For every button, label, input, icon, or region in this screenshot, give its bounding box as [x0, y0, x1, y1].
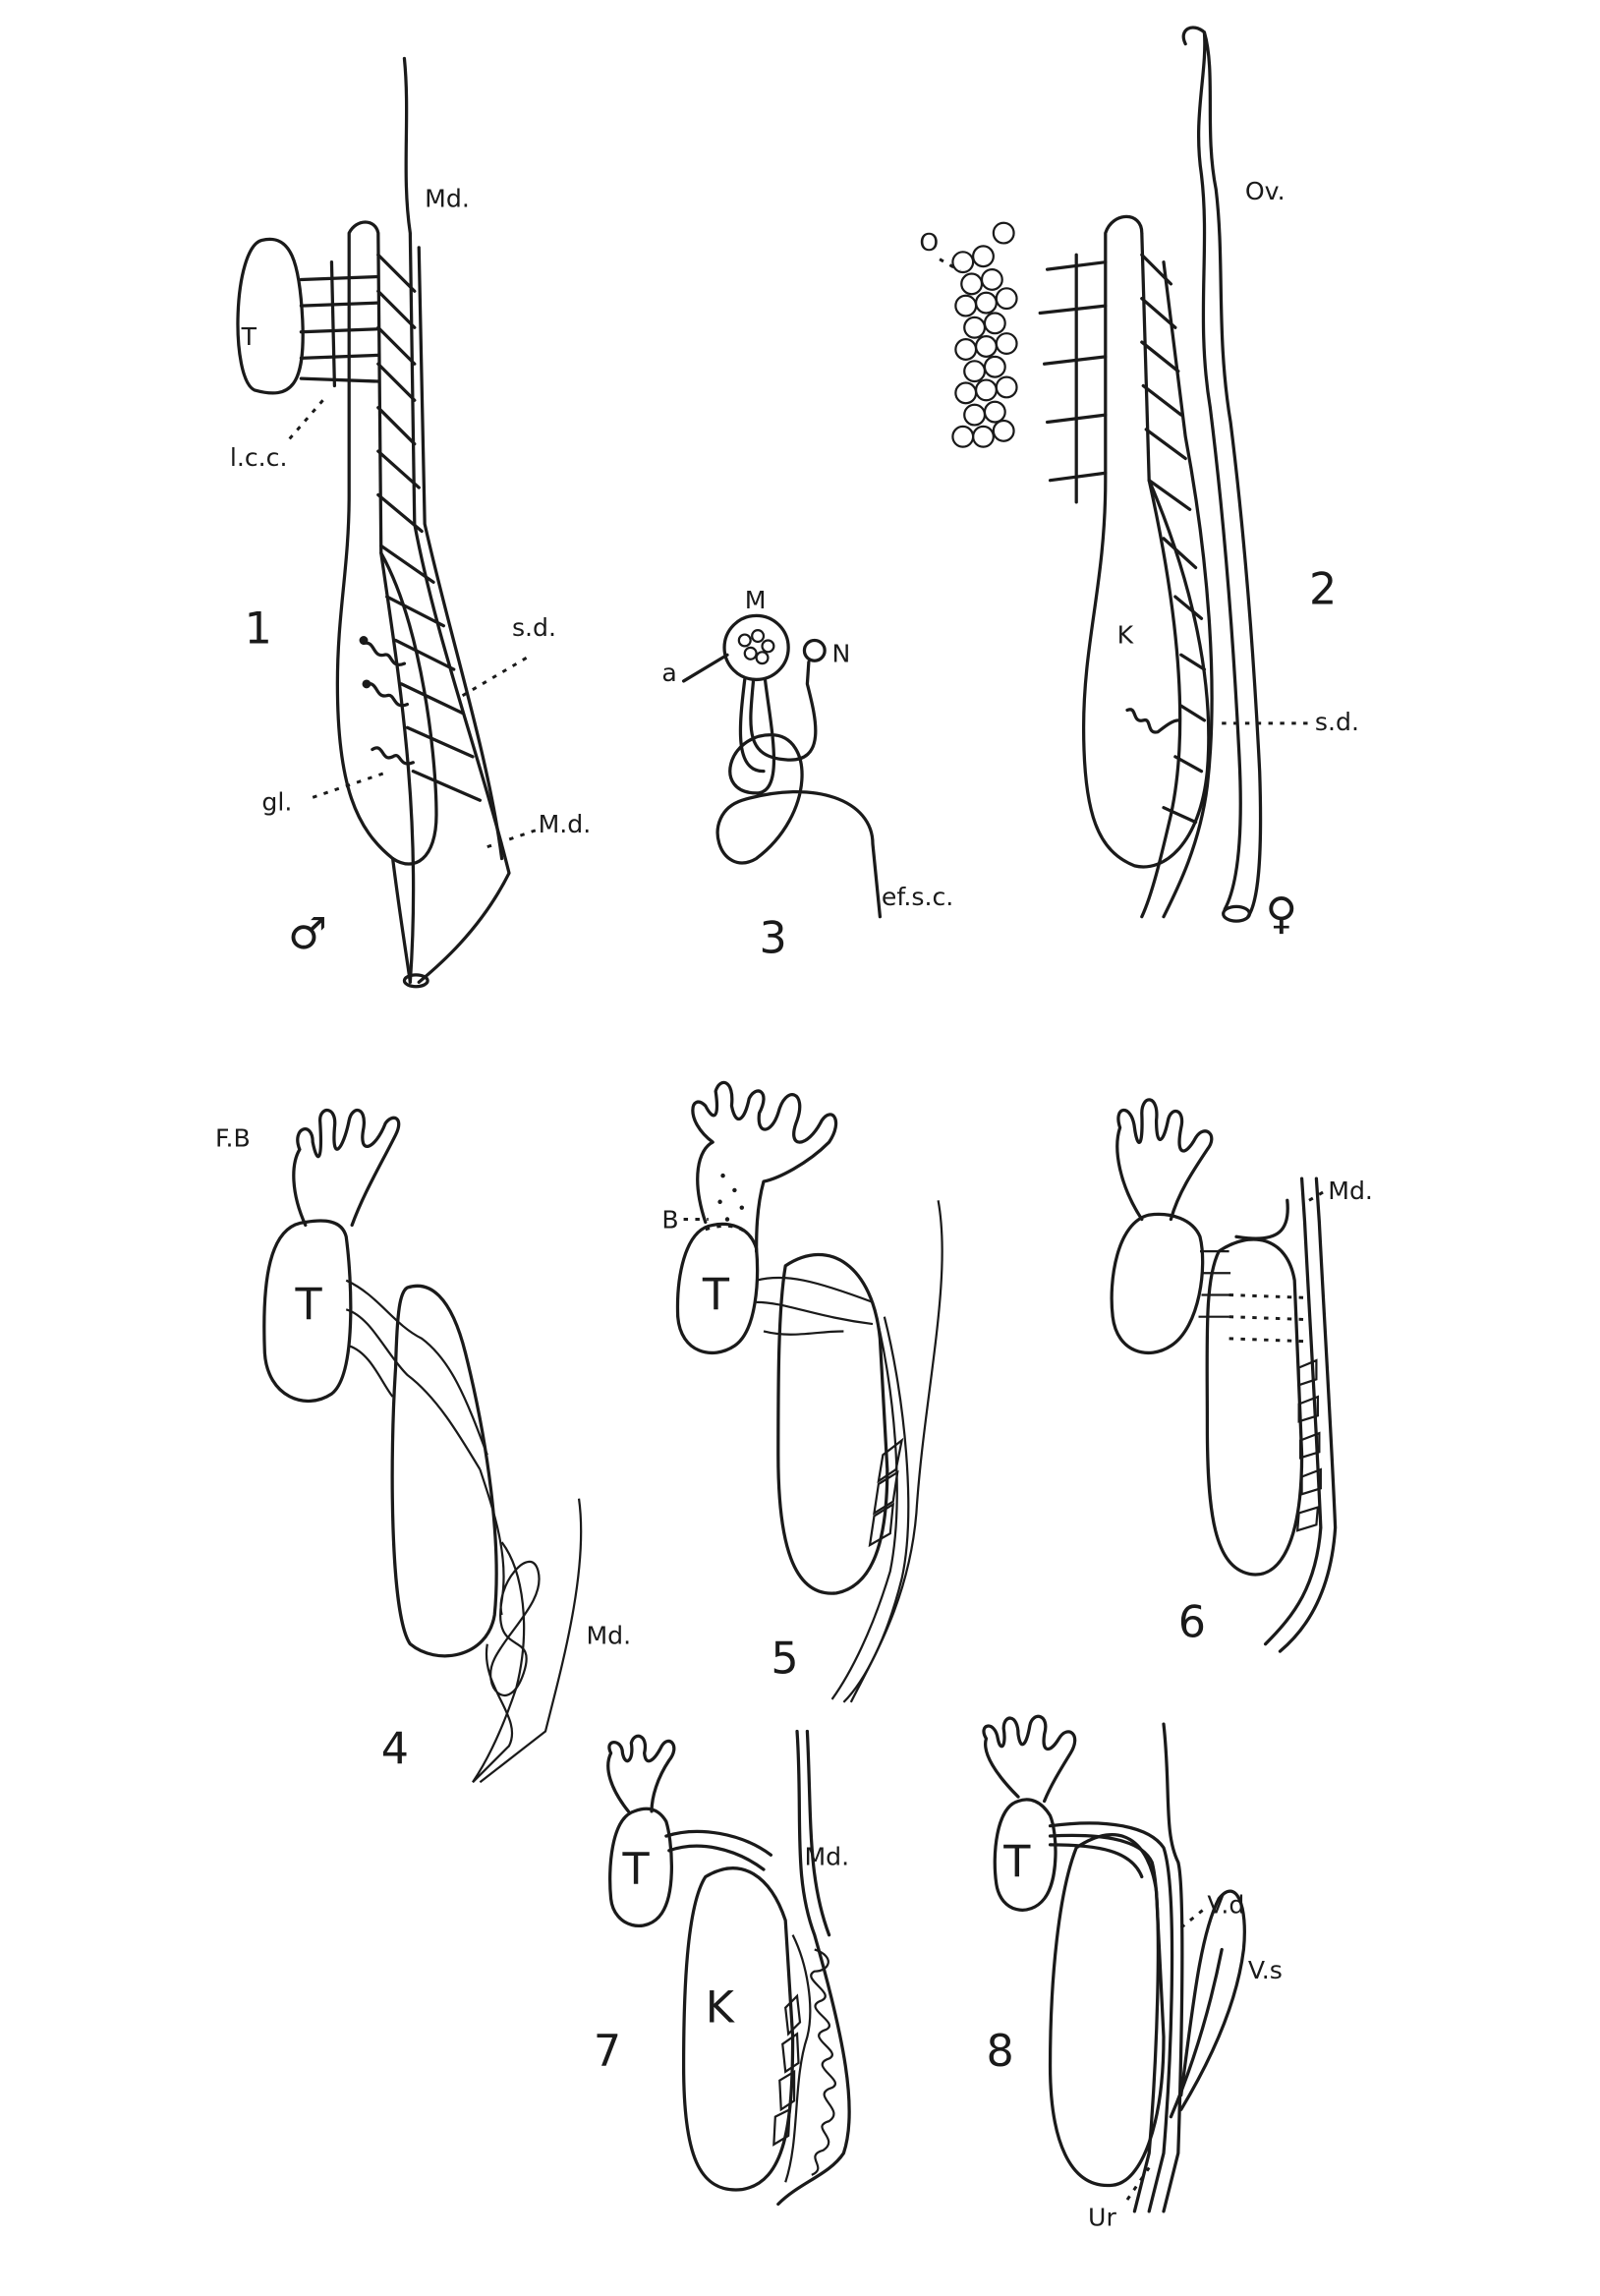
fig8-number: 8 [986, 2027, 1013, 2077]
fig5-fat-body [691, 1080, 838, 1253]
fig1-label-md-bottom: M.d. [539, 810, 592, 838]
fig4-kidney [390, 1284, 498, 1658]
fig7-label-md: Md. [804, 1843, 849, 1871]
fig3-label-n: N [832, 640, 851, 668]
fig2-oviduct [1181, 26, 1263, 919]
fig5-label-b: B [661, 1205, 678, 1234]
fig2-number: 2 [1309, 564, 1337, 614]
fig2-ova-cluster [951, 221, 1018, 448]
fig8-fat-body [982, 1714, 1077, 1804]
fig7-kidney [681, 1866, 795, 2192]
figure-8: T V.d V.s 8 Ur [982, 1714, 1283, 2232]
fig3-label-a: a [661, 659, 676, 687]
fig4-label-fb: F.B [215, 1124, 251, 1153]
figure-4: F.B T Md. 4 [215, 1109, 631, 1784]
fig4-label-t: T [294, 1281, 322, 1331]
figure-2: O Ov. 2 K s.d. ♀ [919, 26, 1359, 940]
fig6-number: 6 [1178, 1597, 1206, 1647]
fig3-malpighian-body [722, 613, 790, 682]
fig3-nephrostome [802, 638, 827, 662]
fig4-label-md: Md. [586, 1622, 631, 1650]
fig1-label-lcc: l.c.c. [230, 443, 288, 472]
fig8-testis [993, 1798, 1057, 1912]
fig6-kidney [1205, 1237, 1304, 1577]
fig1-label-t: T [241, 322, 257, 351]
figure-7: T Md. 7 K [594, 1729, 851, 2207]
fig6-testis [1110, 1212, 1205, 1355]
figure-1: Md. T l.c.c. 1 s.d. gl. M.d. ♂ [230, 56, 592, 989]
fig5-testis [675, 1222, 760, 1355]
fig1-sex-symbol: ♂ [288, 909, 327, 959]
fig7-testis [608, 1807, 674, 1928]
fig7-label-t: T [621, 1845, 650, 1895]
fig8-label-vd: V.d [1207, 1890, 1244, 1919]
fig7-label-k: K [706, 1982, 736, 2033]
fig1-label-sd: s.d. [512, 613, 556, 642]
fig2-sex-symbol: ♀ [1266, 890, 1298, 940]
fig8-label-t: T [1002, 1837, 1031, 1887]
fig1-label-md: Md. [425, 184, 470, 212]
fig4-number: 4 [381, 1724, 409, 1774]
fig5-kidney [776, 1253, 889, 1595]
fig2-label-sd: s.d. [1315, 708, 1359, 736]
fig3-label-efsc: ef.s.c. [882, 883, 953, 911]
fig8-label-ur: Ur [1088, 2204, 1116, 2232]
fig1-testis [236, 237, 305, 395]
fig8-seminal-vesicle [1179, 1889, 1246, 2111]
fig6-mullerian-duct [1234, 1177, 1338, 1653]
fig2-label-ov: Ov. [1245, 177, 1286, 205]
fig5-number: 5 [771, 1634, 798, 1684]
fig8-vas-deferens [1048, 1722, 1184, 2213]
fig4-fat-body [292, 1109, 401, 1228]
fig6-fat-body [1115, 1098, 1214, 1222]
fig5-label-t: T [702, 1270, 730, 1320]
fig1-mullerian-duct [402, 56, 511, 984]
fig3-label-m: M [745, 586, 767, 614]
figure-5: B T 5 [661, 1080, 943, 1703]
fig7-mullerian-duct [776, 1729, 851, 2207]
fig8-kidney [1048, 1833, 1166, 2187]
fig6-label-md: Md. [1328, 1177, 1373, 1205]
fig4-testis [262, 1219, 353, 1404]
figure-6: Md. 6 [1110, 1098, 1373, 1653]
fig1-label-gl: gl. [261, 788, 292, 817]
fig2-label-o: O [919, 228, 939, 257]
fig7-fat-body [606, 1734, 676, 1813]
fig7-number: 7 [594, 2027, 621, 2077]
fig3-number: 3 [760, 914, 787, 964]
fig8-label-vs: V.s [1248, 1956, 1283, 1984]
fig2-kidney [1081, 215, 1211, 869]
fig1-number: 1 [245, 603, 272, 654]
fig2-label-k: K [1117, 620, 1135, 649]
figure-3: M a N ef.s.c. 3 [661, 586, 953, 964]
